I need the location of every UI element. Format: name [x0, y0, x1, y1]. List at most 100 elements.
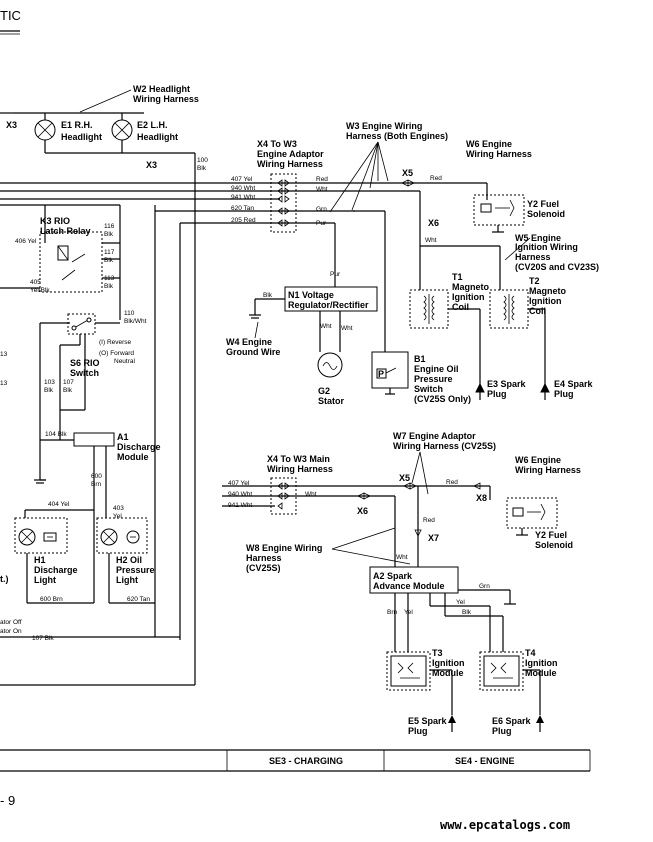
w620b: 620 Tan: [127, 596, 150, 603]
svg-text:Blk: Blk: [44, 387, 54, 394]
svg-text:G2: G2: [318, 386, 330, 396]
w4-label: W4 Engine Ground Wire: [226, 337, 280, 357]
w205a: 205 Red: [231, 217, 256, 224]
h1-label: H1 Discharge Light: [34, 555, 78, 585]
svg-text:Plug: Plug: [408, 726, 428, 736]
svg-text:116: 116: [104, 223, 115, 230]
w600: 600 Brn: [91, 473, 102, 488]
svg-text:Harness: Harness: [246, 553, 282, 563]
svg-text:Blk: Blk: [104, 231, 114, 238]
svg-text:W6 Engine: W6 Engine: [515, 455, 561, 465]
s6-rio-switch: [67, 313, 96, 335]
svg-text:A1: A1: [117, 432, 129, 442]
a1-label: A1 Discharge Module: [117, 432, 161, 462]
s6-options: (I) Reverse (O) Forward Neutral: [99, 339, 136, 365]
svg-text:W8 Engine Wiring: W8 Engine Wiring: [246, 543, 322, 553]
whtN1: Wht: [320, 323, 332, 330]
svg-text:E6 Spark: E6 Spark: [492, 716, 532, 726]
svg-text:Coil: Coil: [452, 302, 469, 312]
svg-text:Wiring Harness: Wiring Harness: [267, 464, 333, 474]
w116: 116 Blk: [104, 223, 115, 238]
svg-text:Y2 Fuel: Y2 Fuel: [535, 530, 567, 540]
svg-text:T1: T1: [452, 272, 463, 282]
svg-text:Blk: Blk: [104, 257, 114, 264]
w940a: 940 Wht: [231, 185, 255, 192]
x3-left-label: X3: [6, 120, 17, 130]
svg-text:Advance Module: Advance Module: [373, 581, 445, 591]
svg-text:110: 110: [124, 310, 135, 317]
e6-label: E6 Spark Plug: [492, 716, 532, 736]
w8-label: W8 Engine Wiring Harness (CV25S): [246, 543, 322, 573]
w600b: 600 Brn: [40, 596, 63, 603]
svg-text:Plug: Plug: [554, 389, 574, 399]
svg-text:Module: Module: [117, 452, 149, 462]
svg-text:(O) Forward: (O) Forward: [99, 350, 134, 357]
y2b-label: Y2 Fuel Solenoid: [535, 530, 573, 550]
blkA2: Blk: [462, 609, 472, 616]
k3-relay-symbol: [57, 245, 86, 281]
b1-label: B1 Engine Oil Pressure Switch (CV25S Onl…: [414, 354, 471, 404]
svg-text:Pressure: Pressure: [116, 565, 155, 575]
watermark-url: www.epcatalogs.com: [440, 818, 570, 832]
svg-text:Brn: Brn: [91, 481, 102, 488]
left-frag-t: t.): [0, 574, 9, 584]
w7-label: W7 Engine Adaptor Wiring Harness (CV25S): [393, 431, 496, 451]
k3-relay-box: [39, 231, 103, 293]
svg-text:Blk/Wht: Blk/Wht: [124, 318, 147, 325]
a1-discharge-module-box: [73, 432, 115, 447]
x3-right-label: X3: [146, 160, 157, 170]
t2-label: T2 Magneto Ignition Coil: [529, 276, 567, 316]
yelA2a: Yel: [404, 609, 413, 616]
x4-connector: [270, 173, 297, 233]
svg-text:Wiring Harness (CV25S): Wiring Harness (CV25S): [393, 441, 496, 451]
e5-spark-plug: [448, 715, 456, 732]
left-frag-on: ator On: [0, 628, 22, 635]
e2-label: E2 L.H. Headlight: [137, 120, 178, 142]
svg-text:Solenoid: Solenoid: [535, 540, 573, 550]
t3-ignition-module: [386, 651, 431, 691]
w941a: 941 Wht: [231, 194, 255, 201]
svg-text:Engine Adaptor: Engine Adaptor: [257, 149, 324, 159]
x8-label: X8: [476, 493, 487, 503]
w100-label: 100 Blk: [197, 157, 208, 172]
e1-headlight-lamp: [34, 119, 56, 141]
page-number-fragment: - 9: [0, 793, 15, 808]
svg-text:Plug: Plug: [487, 389, 507, 399]
e5-label: E5 Spark Plug: [408, 716, 448, 736]
wht3: Wht: [305, 491, 317, 498]
svg-text:E5 Spark: E5 Spark: [408, 716, 448, 726]
w941b: 941 Wht: [228, 502, 252, 509]
svg-text:B1: B1: [414, 354, 426, 364]
w2-leader: [79, 89, 132, 113]
w107b: 107 Blk: [32, 635, 54, 642]
svg-text:Pressure: Pressure: [414, 374, 453, 384]
g2-stator: [317, 352, 343, 378]
x6b-label: X6: [357, 506, 368, 516]
svg-text:K3 RIO: K3 RIO: [40, 216, 70, 226]
w5-label: W5 Engine Ignition Wiring Harness (CV20S…: [515, 233, 599, 272]
brnA2: Brn: [387, 609, 398, 616]
svg-text:Y2 Fuel: Y2 Fuel: [527, 199, 559, 209]
svg-text:Coil: Coil: [529, 306, 546, 316]
w620a: 620 Tan: [231, 205, 254, 212]
x4a-label: X4 To W3 Engine Adaptor Wiring Harness: [257, 139, 324, 169]
svg-text:Engine Oil: Engine Oil: [414, 364, 459, 374]
e4-spark-plug: [540, 382, 550, 400]
g2-label: G2 Stator: [318, 386, 345, 406]
w113: 113 Blk: [104, 275, 115, 290]
svg-text:Light: Light: [116, 575, 138, 585]
svg-text:W4 Engine: W4 Engine: [226, 337, 272, 347]
svg-text:600: 600: [91, 473, 102, 480]
svg-text:Regulator/Rectifier: Regulator/Rectifier: [288, 300, 369, 310]
svg-text:A2 Spark: A2 Spark: [373, 571, 413, 581]
svg-text:Module: Module: [525, 668, 557, 678]
w407a: 407 Yel: [231, 176, 253, 183]
svg-text:T4: T4: [525, 648, 536, 658]
a2-spark-advance-module-box: [369, 566, 459, 594]
t2-magneto-coil: [489, 289, 529, 329]
svg-text:Plug: Plug: [492, 726, 512, 736]
e3-label: E3 Spark Plug: [487, 379, 527, 399]
svg-text:103: 103: [44, 379, 55, 386]
w117: 117 Blk: [104, 249, 115, 264]
svg-text:W6 Engine: W6 Engine: [466, 139, 512, 149]
